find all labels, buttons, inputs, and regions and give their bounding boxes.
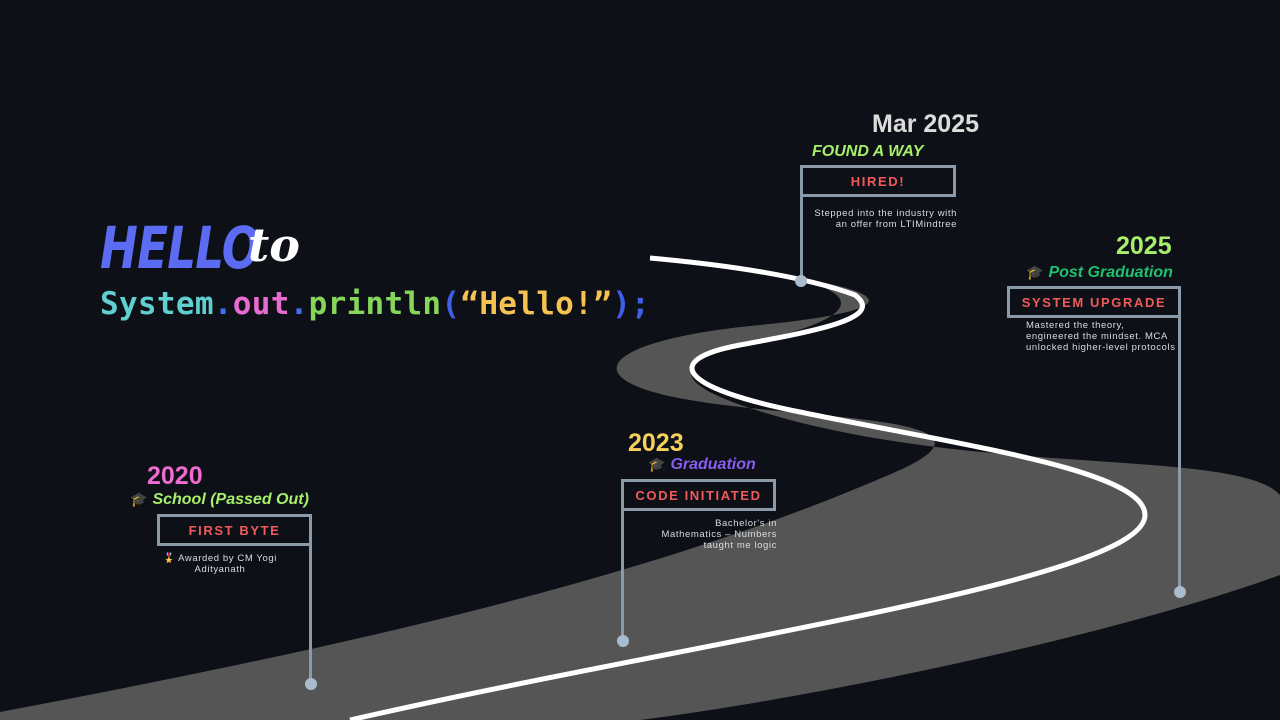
code-snippet: System.out.println(“Hello!”); (100, 286, 650, 322)
code-dot: . (213, 286, 233, 322)
road-surface (0, 280, 1280, 720)
milestone-subtitle-graduation: 🎓Graduation (648, 456, 756, 474)
code-string: “Hello!” (460, 286, 613, 322)
graduation-cap-icon: 🎓 (648, 456, 666, 472)
milestone-subtitle-school: 🎓School (Passed Out) (130, 491, 309, 509)
connector-line (800, 196, 803, 278)
milestone-subtitle-found-a-way: FOUND A WAY (812, 143, 924, 160)
road-pin-2025 (1174, 586, 1186, 598)
road-pin-2023 (617, 635, 629, 647)
milestone-year-mar-2025: Mar 2025 (872, 110, 980, 138)
connector-line (621, 510, 624, 638)
milestone-label-system-upgrade: SYSTEM UPGRADE (1007, 286, 1181, 318)
road-pin-2020 (305, 678, 317, 690)
graduation-cap-icon: 🎓 (1026, 264, 1044, 280)
subtitle-text: Graduation (670, 456, 756, 473)
milestone-year-2020: 2020 (147, 462, 203, 490)
milestone-description-2025: Mastered the theory, engineered the mind… (1026, 320, 1176, 353)
hello-heading: HELLO (100, 214, 260, 282)
code-paren-open: ( (441, 286, 461, 322)
milestone-label-code-initiated: CODE INITIATED (621, 479, 776, 511)
connector-line (1178, 317, 1181, 589)
graduation-cap-icon: 🎓 (130, 491, 148, 507)
milestone-label-first-byte: FIRST BYTE (157, 514, 312, 546)
subtitle-text: Post Graduation (1048, 264, 1173, 281)
milestone-year-2025: 2025 (1116, 232, 1172, 260)
road-pin-mar-2025 (795, 275, 807, 287)
to-heading: to (248, 218, 300, 272)
milestone-description-2023: Bachelor's in Mathematics – Numbers taug… (661, 518, 777, 551)
code-dot: . (289, 286, 309, 322)
milestone-subtitle-post-graduation: 🎓Post Graduation (1026, 264, 1173, 282)
code-println: println (308, 286, 442, 322)
code-system: System (100, 286, 214, 322)
milestone-description-mar-2025: Stepped into the industry with an offer … (814, 208, 957, 230)
milestone-description-2020: 🎖️ Awarded by CM Yogi Adityanath (163, 553, 277, 575)
road-centerline (349, 255, 1148, 720)
connector-line (309, 545, 312, 683)
milestone-year-2023: 2023 (628, 429, 684, 457)
milestone-label-hired: HIRED! (800, 165, 956, 197)
subtitle-text: School (Passed Out) (152, 491, 309, 508)
code-out: out (232, 286, 290, 322)
code-paren-close: ); (612, 286, 651, 322)
